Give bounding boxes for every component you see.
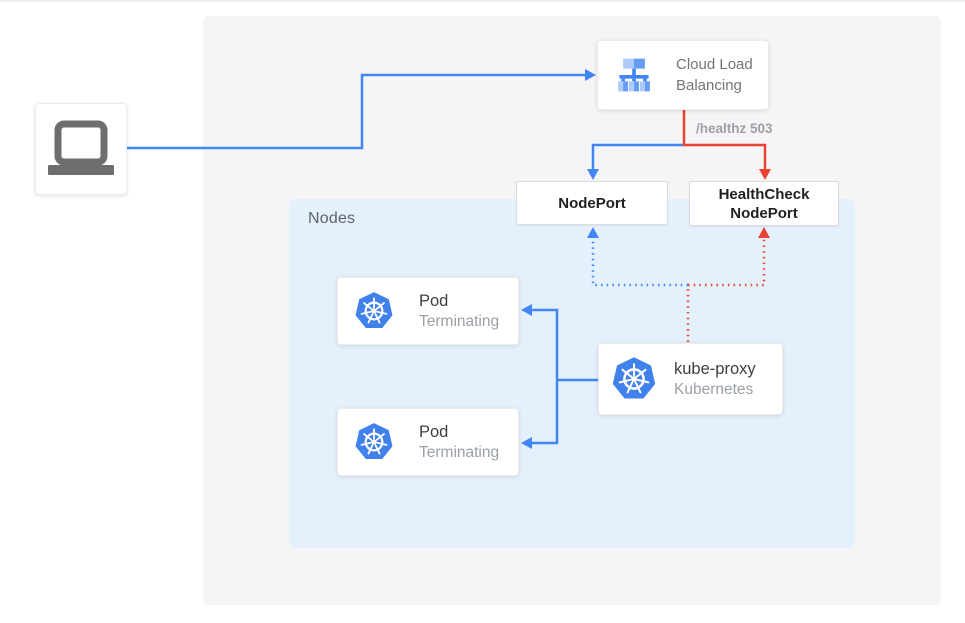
nodeport-box: NodePort — [516, 181, 668, 225]
healthcheck-nodeport-box: HealthCheck NodePort — [689, 181, 839, 226]
pod-title: Pod — [419, 291, 449, 310]
pod-card: Pod Terminating — [337, 408, 519, 476]
healthcheck-nodeport-label-line2: NodePort — [730, 204, 798, 222]
kubernetes-icon — [355, 292, 393, 328]
load-balancer-icon — [618, 58, 650, 92]
cloud-load-balancing-card: Cloud Load Balancing — [597, 40, 769, 110]
nodes-label: Nodes — [308, 210, 356, 227]
kube-proxy-subtitle: Kubernetes — [674, 381, 754, 398]
pod-card: Pod Terminating — [337, 277, 519, 345]
healthcheck-nodeport-label-line1: HealthCheck — [718, 185, 810, 203]
healthz-annotation: /healthz 503 — [696, 121, 773, 136]
pod-status: Terminating — [419, 443, 500, 461]
window-top-border — [0, 0, 965, 2]
kubernetes-icon — [612, 357, 656, 399]
laptop-icon — [48, 120, 114, 175]
kubernetes-icon — [355, 423, 393, 459]
nodeport-label: NodePort — [558, 194, 626, 212]
client-card — [35, 103, 127, 195]
kube-proxy-title: kube-proxy — [674, 360, 756, 378]
cloud-load-balancing-label: Cloud Load Balancing — [676, 56, 753, 94]
kube-proxy-card: kube-proxy Kubernetes — [598, 343, 783, 415]
pod-status: Terminating — [419, 312, 500, 330]
pod-title: Pod — [419, 422, 449, 441]
